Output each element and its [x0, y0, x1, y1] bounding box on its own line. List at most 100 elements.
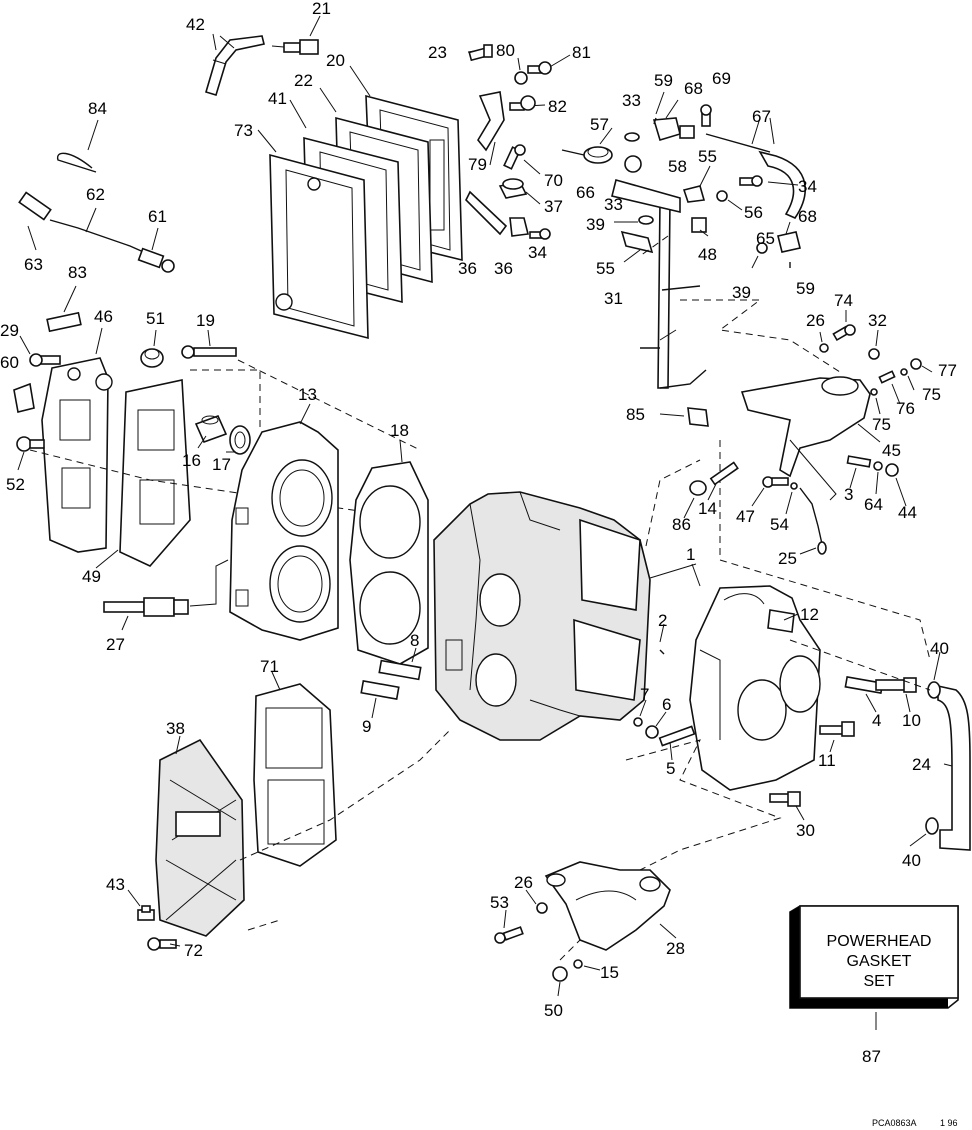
callout-83: 83: [68, 263, 87, 282]
callout-50: 50: [544, 1001, 563, 1020]
bracket-79: [477, 91, 505, 152]
plug-7: [633, 717, 643, 727]
pin-2: [659, 649, 665, 655]
figure-date: 1 96: [940, 1118, 958, 1128]
washer-75b: [870, 388, 878, 396]
spring-57: [561, 146, 613, 164]
nut-44: [885, 463, 899, 477]
nut-66: [624, 155, 642, 173]
washer-75: [900, 368, 908, 376]
screw-70: [503, 144, 526, 170]
callout-34a: 34: [798, 177, 817, 196]
callout-57: 57: [590, 115, 609, 134]
screw-47: [762, 476, 789, 488]
callout-87: 87: [862, 1047, 881, 1066]
callout-67: 67: [752, 107, 771, 126]
callout-2: 2: [658, 611, 667, 630]
callout-61: 61: [148, 207, 167, 226]
screw-3: [846, 455, 872, 468]
callout-59a: 59: [654, 71, 673, 90]
callout-62: 62: [86, 185, 105, 204]
callout-86: 86: [672, 515, 691, 534]
spring-51: [140, 348, 164, 368]
stud-14: [709, 461, 739, 486]
bracket-68: [652, 117, 681, 141]
nut-50: [552, 966, 568, 982]
dowel-9: [360, 680, 400, 700]
screw-81: [527, 61, 552, 75]
callout-28: 28: [666, 939, 685, 958]
callout-26b: 26: [514, 873, 533, 892]
screw-74: [832, 324, 856, 342]
clamp-40b: [925, 817, 939, 835]
bolt-11: [819, 721, 855, 737]
callout-17: 17: [212, 455, 231, 474]
callout-58: 58: [668, 157, 687, 176]
fitting-21: [271, 39, 319, 55]
callout-labels: 21 42 23 80 81 20 22 82 41 73 84 62 61 6…: [0, 0, 957, 1066]
callout-70: 70: [544, 171, 563, 190]
callout-7: 7: [640, 685, 649, 704]
callout-10: 10: [902, 711, 921, 730]
callout-43: 43: [106, 875, 125, 894]
callout-60: 60: [0, 353, 19, 372]
callout-54: 54: [770, 515, 789, 534]
callout-3: 3: [844, 485, 853, 504]
callout-69: 69: [712, 69, 731, 88]
hose-42: [205, 35, 265, 96]
callout-75b: 75: [872, 415, 891, 434]
washer-39a: [638, 215, 654, 225]
callout-33b: 33: [604, 195, 623, 214]
callout-75a: 75: [922, 385, 941, 404]
callout-74: 74: [834, 291, 853, 310]
cylinder-head-13: [229, 421, 339, 641]
callout-39a: 39: [586, 215, 605, 234]
washer-33a: [624, 132, 640, 142]
lead-25: [799, 487, 827, 555]
callout-21: 21: [312, 0, 331, 18]
callout-40a: 40: [930, 639, 949, 658]
washer-15: [573, 959, 583, 969]
gasket-box-line1: POWERHEAD: [827, 933, 932, 950]
callout-80: 80: [496, 41, 515, 60]
cylinder-block: [433, 491, 651, 741]
callout-11: 11: [818, 751, 836, 770]
callout-82: 82: [548, 97, 567, 116]
seal-17: [229, 425, 251, 455]
screw-69: [700, 104, 712, 127]
screw-29: [29, 353, 61, 367]
screw-76: [878, 370, 896, 384]
callout-56: 56: [744, 203, 763, 222]
callout-46: 46: [94, 307, 113, 326]
callout-24: 24: [912, 755, 931, 774]
callout-64: 64: [864, 495, 883, 514]
washer-64: [873, 461, 883, 471]
callout-18: 18: [390, 421, 409, 440]
callout-59b: 59: [796, 279, 815, 298]
pin-59: [653, 117, 657, 125]
gasket-49: [119, 379, 191, 567]
clip-84: [57, 152, 97, 173]
screw-53: [494, 926, 524, 944]
callout-38: 38: [166, 719, 185, 738]
callout-34b: 34: [528, 243, 547, 262]
callout-22: 22: [294, 71, 313, 90]
clip-55b: [620, 230, 654, 254]
gasket-71: [253, 683, 337, 867]
callout-55b: 55: [596, 259, 615, 278]
callout-45: 45: [882, 441, 901, 460]
gasket-73: [269, 153, 369, 340]
nut-6: [645, 725, 659, 739]
callout-53: 53: [490, 893, 509, 912]
callout-13: 13: [298, 385, 317, 404]
callout-1: 1: [686, 545, 695, 564]
callout-49: 49: [82, 567, 101, 586]
callout-68a: 68: [684, 79, 703, 98]
bolt-30: [769, 791, 801, 807]
callout-26a: 26: [806, 311, 825, 330]
callout-29: 29: [0, 321, 19, 340]
bolt-10: [875, 677, 917, 693]
screw-34b: [529, 228, 551, 240]
callout-63: 63: [24, 255, 43, 274]
callout-40b: 40: [902, 851, 921, 870]
